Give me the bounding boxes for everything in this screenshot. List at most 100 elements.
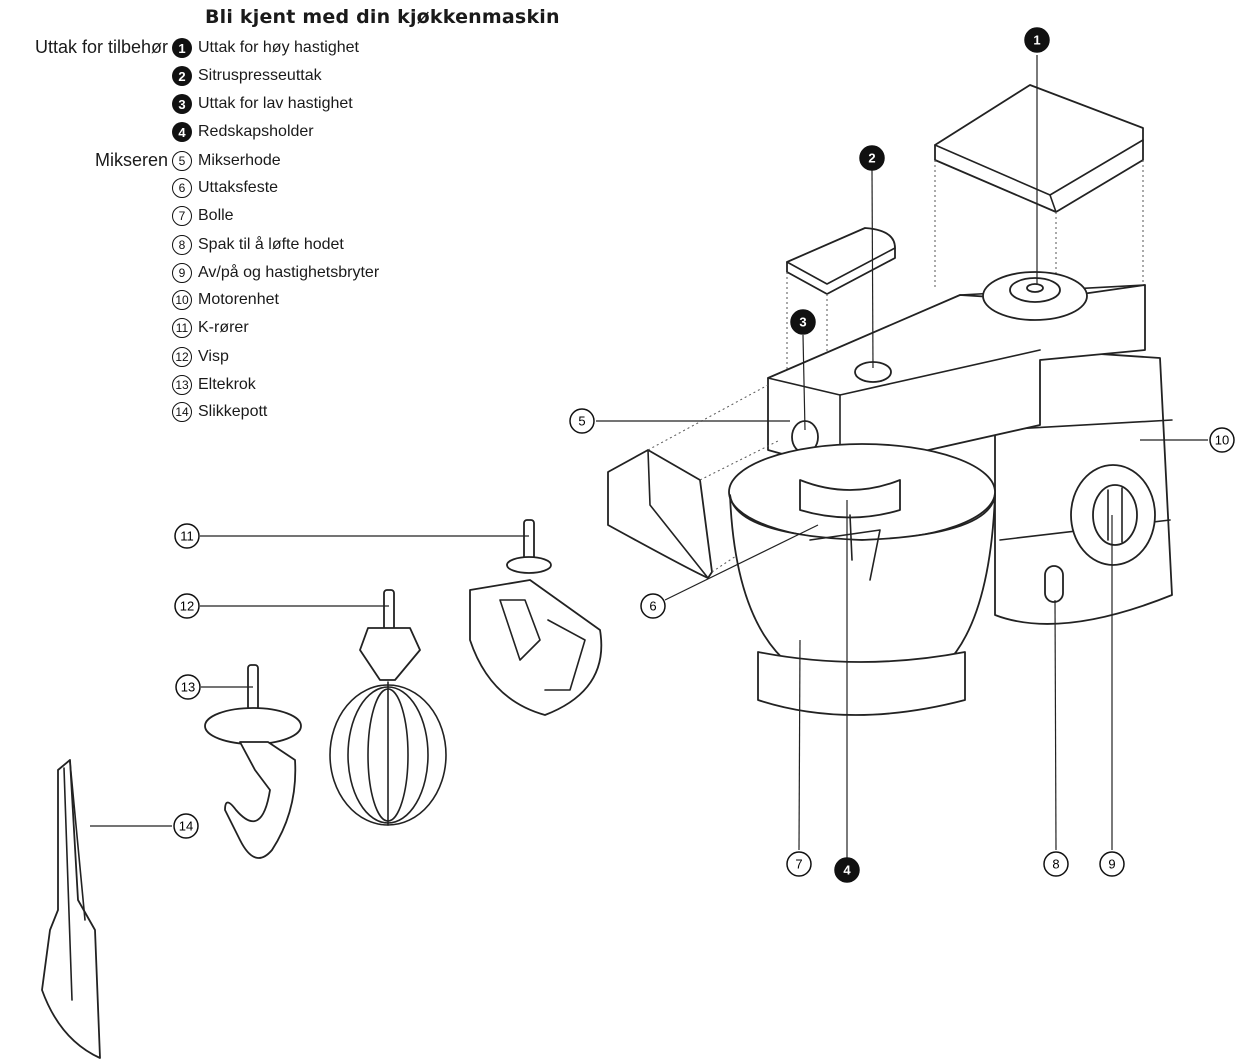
high-speed-outlet-cover: [934, 84, 1144, 213]
callout-circle: [1043, 851, 1069, 877]
callout-number: 14: [179, 819, 193, 834]
legend-item-label: Av/på og hastighetsbryter: [198, 264, 380, 281]
callout-number: 9: [1108, 857, 1115, 872]
legend-item-label: Uttak for høy hastighet: [198, 39, 359, 56]
number-badge: 3: [172, 94, 192, 114]
callout-number: 11: [180, 529, 194, 544]
legend-item-12: 12 Visp: [172, 345, 229, 369]
number-badge: 11: [172, 318, 192, 338]
leader-line-3: [802, 334, 806, 431]
callout-6: 6: [640, 593, 666, 619]
callout-circle: [834, 857, 860, 883]
callout-11: 11: [174, 523, 200, 549]
callout-5: 5: [569, 408, 595, 434]
callout-4: 4: [834, 857, 860, 883]
legend-item-11: 11 K-rører: [172, 316, 249, 340]
callout-circle: [569, 408, 595, 434]
number-badge: 5: [172, 151, 192, 171]
k-beater: [469, 519, 603, 716]
legend-item-label: K-rører: [198, 319, 249, 336]
callout-number: 7: [795, 857, 802, 872]
number-badge: 7: [172, 206, 192, 226]
head-lift-lever: [1044, 565, 1064, 603]
legend-item-1: 1 Uttak for høy hastighet: [172, 36, 359, 60]
legend-item-label: Motorenhet: [198, 291, 279, 308]
legend-item-9: 9 Av/på og hastighetsbryter: [172, 261, 379, 285]
leader-line-8: [1054, 599, 1057, 851]
leader-lines: [90, 55, 1208, 858]
legend-item-label: Bolle: [198, 207, 234, 224]
dough-hook: [204, 664, 302, 859]
callout-7: 7: [786, 851, 812, 877]
legend-item-13: 13 Eltekrok: [172, 373, 256, 397]
callout-circle: [1099, 851, 1125, 877]
callout-number: 5: [578, 414, 585, 429]
citrus-outlet-cover: [786, 227, 896, 295]
number-badge: 12: [172, 347, 192, 367]
callout-circle: [640, 593, 666, 619]
callout-number: 6: [649, 599, 656, 614]
callout-2: 2: [859, 145, 885, 171]
callout-number: 4: [843, 863, 851, 878]
callout-circle: [174, 593, 200, 619]
legend-item-10: 10 Motorenhet: [172, 288, 279, 312]
legend-item-4: 4 Redskapsholder: [172, 120, 314, 144]
legend-item-5: 5 Mikserhode: [172, 149, 281, 173]
callout-9: 9: [1099, 851, 1125, 877]
number-badge: 6: [172, 178, 192, 198]
legend-item-2: 2 Sitruspresseuttak: [172, 64, 322, 88]
whisk: [329, 589, 447, 826]
callout-circle: [175, 674, 201, 700]
legend-item-label: Redskapsholder: [198, 123, 314, 140]
callout-circle: [786, 851, 812, 877]
legend-item-label: Sitruspresseuttak: [198, 67, 322, 84]
legend-item-8: 8 Spak til å løfte hodet: [172, 233, 344, 257]
number-badge: 14: [172, 402, 192, 422]
callout-12: 12: [174, 593, 200, 619]
legend-item-6: 6 Uttaksfeste: [172, 176, 278, 200]
callout-circle: [174, 523, 200, 549]
callout-13: 13: [175, 674, 201, 700]
legend-item-label: Uttaksfeste: [198, 179, 279, 196]
callout-circle: [1024, 27, 1050, 53]
speed-dial: [1070, 464, 1156, 566]
callout-number: 3: [799, 315, 806, 330]
callout-circle: [790, 309, 816, 335]
legend-item-label: Spak til å løfte hodet: [198, 236, 344, 253]
callout-1: 1: [1024, 27, 1050, 53]
legend-item-7: 7 Bolle: [172, 204, 234, 228]
legend-item-label: Eltekrok: [198, 376, 256, 393]
number-badge: 4: [172, 122, 192, 142]
leader-line-2: [871, 169, 874, 369]
number-badge: 10: [172, 290, 192, 310]
callout-number: 12: [180, 599, 194, 614]
legend-item-label: Uttak for lav hastighet: [198, 95, 353, 112]
callout-number: 10: [1215, 433, 1229, 448]
group-label-mixer: Mikseren: [94, 150, 168, 170]
callout-3: 3: [790, 309, 816, 335]
legend-item-label: Slikkepott: [198, 403, 268, 420]
number-badge: 1: [172, 38, 192, 58]
legend-item-label: Mikserhode: [198, 152, 281, 169]
number-badge: 13: [172, 375, 192, 395]
callout-8: 8: [1043, 851, 1069, 877]
callout-number: 2: [868, 151, 875, 166]
callout-number: 13: [181, 680, 195, 695]
group-label-attachments: Uttak for tilbehør: [34, 37, 168, 57]
leader-line-6: [664, 524, 819, 601]
callout-number: 1: [1033, 33, 1040, 48]
leader-line-7: [798, 639, 801, 851]
slow-speed-outlet-cover: [607, 449, 713, 579]
legend-item-label: Visp: [198, 348, 229, 365]
mixer-head: [767, 271, 1146, 471]
number-badge: 8: [172, 235, 192, 255]
bowl: [728, 443, 996, 716]
callout-10: 10: [1209, 427, 1235, 453]
spatula: [41, 759, 101, 1059]
callout-circle: [173, 813, 199, 839]
number-badge: 2: [172, 66, 192, 86]
callout-circle: [1209, 427, 1235, 453]
number-badge: 9: [172, 263, 192, 283]
callout-circle: [859, 145, 885, 171]
